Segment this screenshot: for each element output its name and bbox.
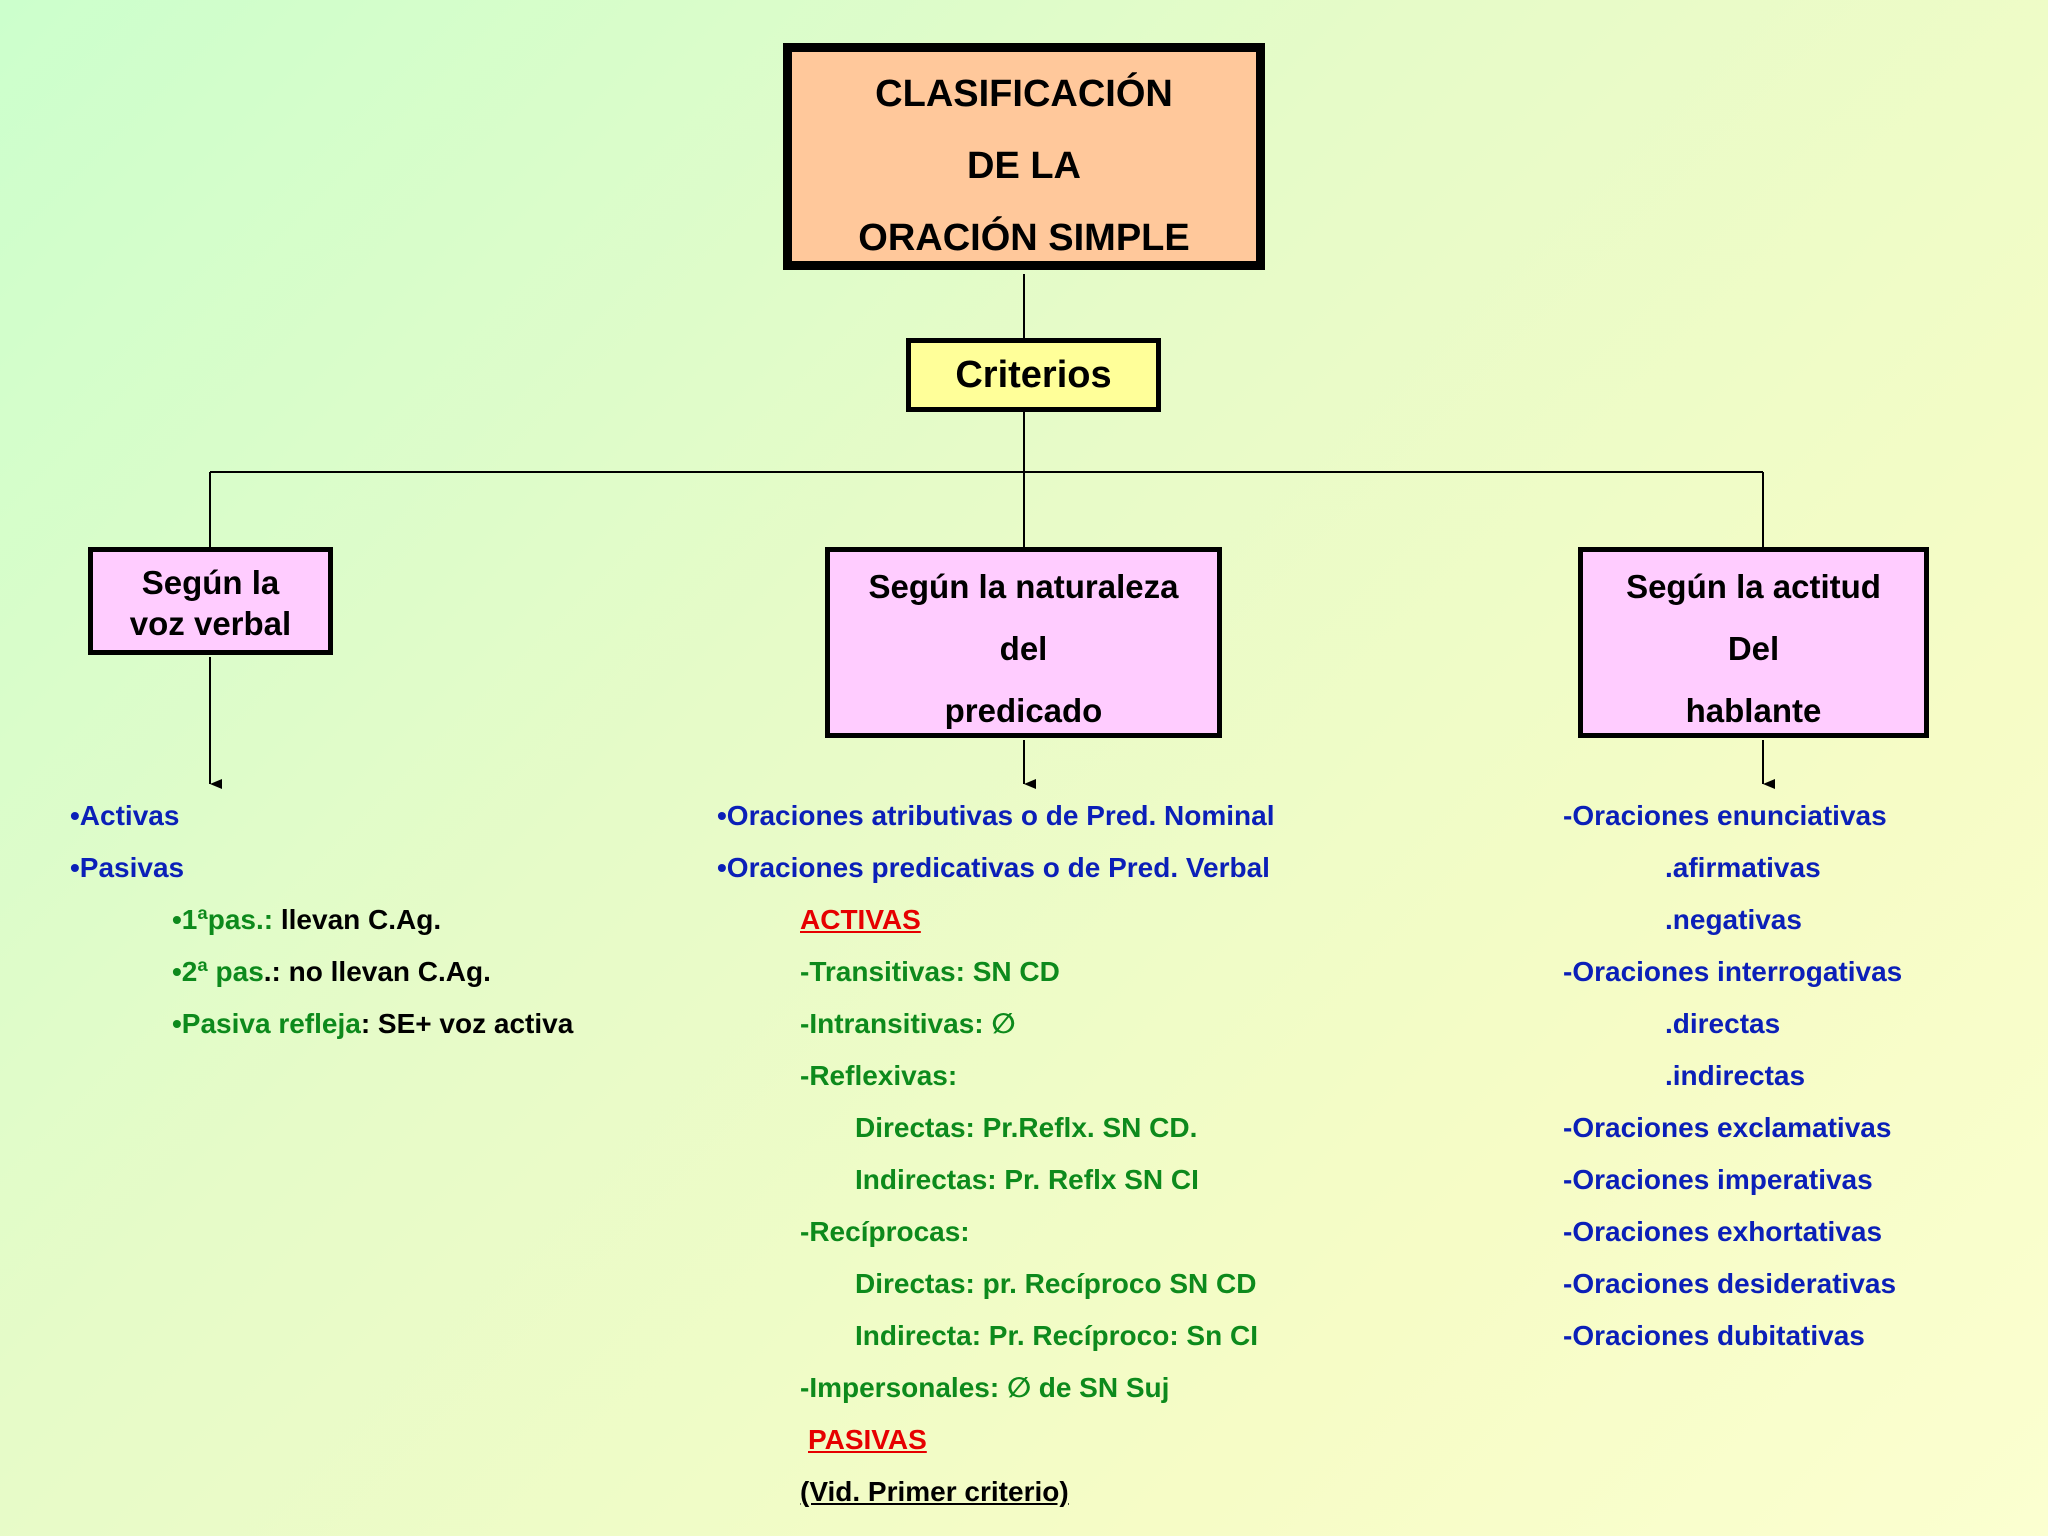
primera-pasiva-text: llevan C.Ag.: [273, 904, 442, 935]
voz-item-pasivas: •Pasivas: [70, 852, 185, 883]
nat-header-activas: ACTIVAS: [800, 904, 921, 935]
pasiva-refleja-label: •Pasiva refleja: [172, 1008, 361, 1039]
branch-actitud-line-2: Del: [1727, 630, 1780, 667]
branch-actitud-line-3: hablante: [1685, 692, 1822, 729]
act-item-interrogativas: -Oraciones interrogativas: [1563, 956, 1903, 987]
nat-item-reflexivas-directas: Directas: Pr.Reflx. SN CD.: [855, 1112, 1198, 1143]
act-item-negativas: .negativas: [1665, 904, 1802, 935]
act-item-dubitativas: -Oraciones dubitativas: [1563, 1320, 1865, 1351]
act-item-directas: .directas: [1665, 1008, 1781, 1039]
branch-voz-line-1: Según la: [141, 564, 280, 601]
act-item-imperativas: -Oraciones imperativas: [1563, 1164, 1873, 1195]
nat-item-intransitivas: -Intransitivas: ∅: [800, 1008, 1016, 1039]
branch-naturaleza-line-3: predicado: [944, 692, 1103, 729]
criterios-box: Criterios: [906, 338, 1161, 412]
nat-item-reflexivas: -Reflexivas:: [800, 1060, 958, 1091]
nat-item-reciprocas: -Recíprocas:: [800, 1216, 970, 1247]
act-item-enunciativas: -Oraciones enunciativas: [1563, 800, 1887, 831]
segunda-pasiva-label: •2ª pas: [172, 956, 264, 987]
act-item-desiderativas: -Oraciones desiderativas: [1563, 1268, 1897, 1299]
nat-item-impersonales: -Impersonales: ∅ de SN Suj: [800, 1372, 1170, 1403]
voz-item-primera-pasiva: •1ªpas.: llevan C.Ag.: [172, 900, 441, 940]
nat-item-reciprocas-indirecta: Indirecta: Pr. Recíproco: Sn CI: [855, 1320, 1258, 1351]
branch-actitud-line-1: Según la actitud: [1626, 568, 1881, 605]
nat-item-reflexivas-indirectas: Indirectas: Pr. Reflx SN CI: [855, 1164, 1199, 1195]
title-box: CLASIFICACIÓN DE LA ORACIÓN SIMPLE: [783, 43, 1265, 270]
title-line-2: DE LA: [967, 145, 1081, 187]
nat-item-atributivas: •Oraciones atributivas o de Pred. Nomina…: [717, 800, 1275, 831]
nat-item-vid-primer-criterio: (Vid. Primer criterio): [800, 1476, 1069, 1507]
branch-voz-verbal-box: Según la voz verbal: [88, 547, 333, 655]
title-line-3: ORACIÓN SIMPLE: [858, 217, 1190, 259]
nat-item-transitivas: -Transitivas: SN CD: [800, 956, 1060, 987]
nat-item-predicativas: •Oraciones predicativas o de Pred. Verba…: [717, 852, 1270, 883]
voz-item-activas: •Activas: [70, 800, 180, 831]
nat-item-reciprocas-directas: Directas: pr. Recíproco SN CD: [855, 1268, 1257, 1299]
branch-naturaleza-line-2: del: [999, 630, 1048, 667]
segunda-pasiva-text: .: no llevan C.Ag.: [263, 956, 491, 987]
branch-naturaleza-box: Según la naturaleza del predicado: [825, 547, 1222, 738]
voz-item-segunda-pasiva: •2ª pas.: no llevan C.Ag.: [172, 952, 491, 992]
act-item-exhortativas: -Oraciones exhortativas: [1563, 1216, 1883, 1247]
act-item-afirmativas: .afirmativas: [1665, 852, 1821, 883]
nat-header-pasivas: PASIVAS: [808, 1424, 927, 1455]
branch-naturaleza-line-1: Según la naturaleza: [868, 568, 1179, 605]
branch-voz-line-2: voz verbal: [129, 605, 292, 642]
primera-pasiva-label: •1ªpas.:: [172, 904, 274, 935]
act-item-indirectas: .indirectas: [1665, 1060, 1806, 1091]
act-item-exclamativas: -Oraciones exclamativas: [1563, 1112, 1892, 1143]
branch-actitud-box: Según la actitud Del hablante: [1578, 547, 1929, 738]
title-line-1: CLASIFICACIÓN: [875, 73, 1173, 115]
pasiva-refleja-text: : SE+ voz activa: [360, 1008, 574, 1039]
voz-item-pasiva-refleja: •Pasiva refleja: SE+ voz activa: [172, 1004, 573, 1044]
